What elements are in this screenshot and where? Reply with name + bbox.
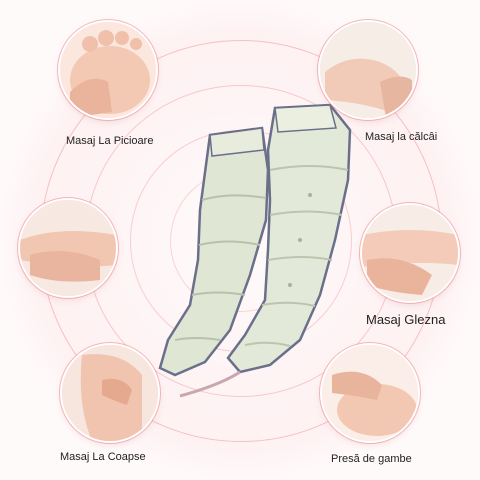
heel-massage-label: Masaj la călcâi xyxy=(365,131,438,143)
leg-massager-boots-image xyxy=(150,100,370,400)
hands-massage-photo xyxy=(20,200,116,296)
left-boot xyxy=(158,126,270,377)
thigh-massage-label: Masaj La Coapse xyxy=(60,451,146,463)
heel-massage-photo xyxy=(320,22,416,118)
toes-massage-label: Masaj La Picioare xyxy=(66,135,154,147)
ankle-massage-photo xyxy=(362,205,458,301)
thigh-massage-photo xyxy=(62,345,158,441)
right-boot xyxy=(226,103,352,374)
ankle-massage-label: Masaj Glezna xyxy=(366,312,446,327)
calf-press-photo xyxy=(322,345,418,441)
boots-illustration xyxy=(158,103,352,398)
toes-massage-photo xyxy=(60,22,156,118)
calf-press-label: Presă de gambe xyxy=(331,453,412,465)
